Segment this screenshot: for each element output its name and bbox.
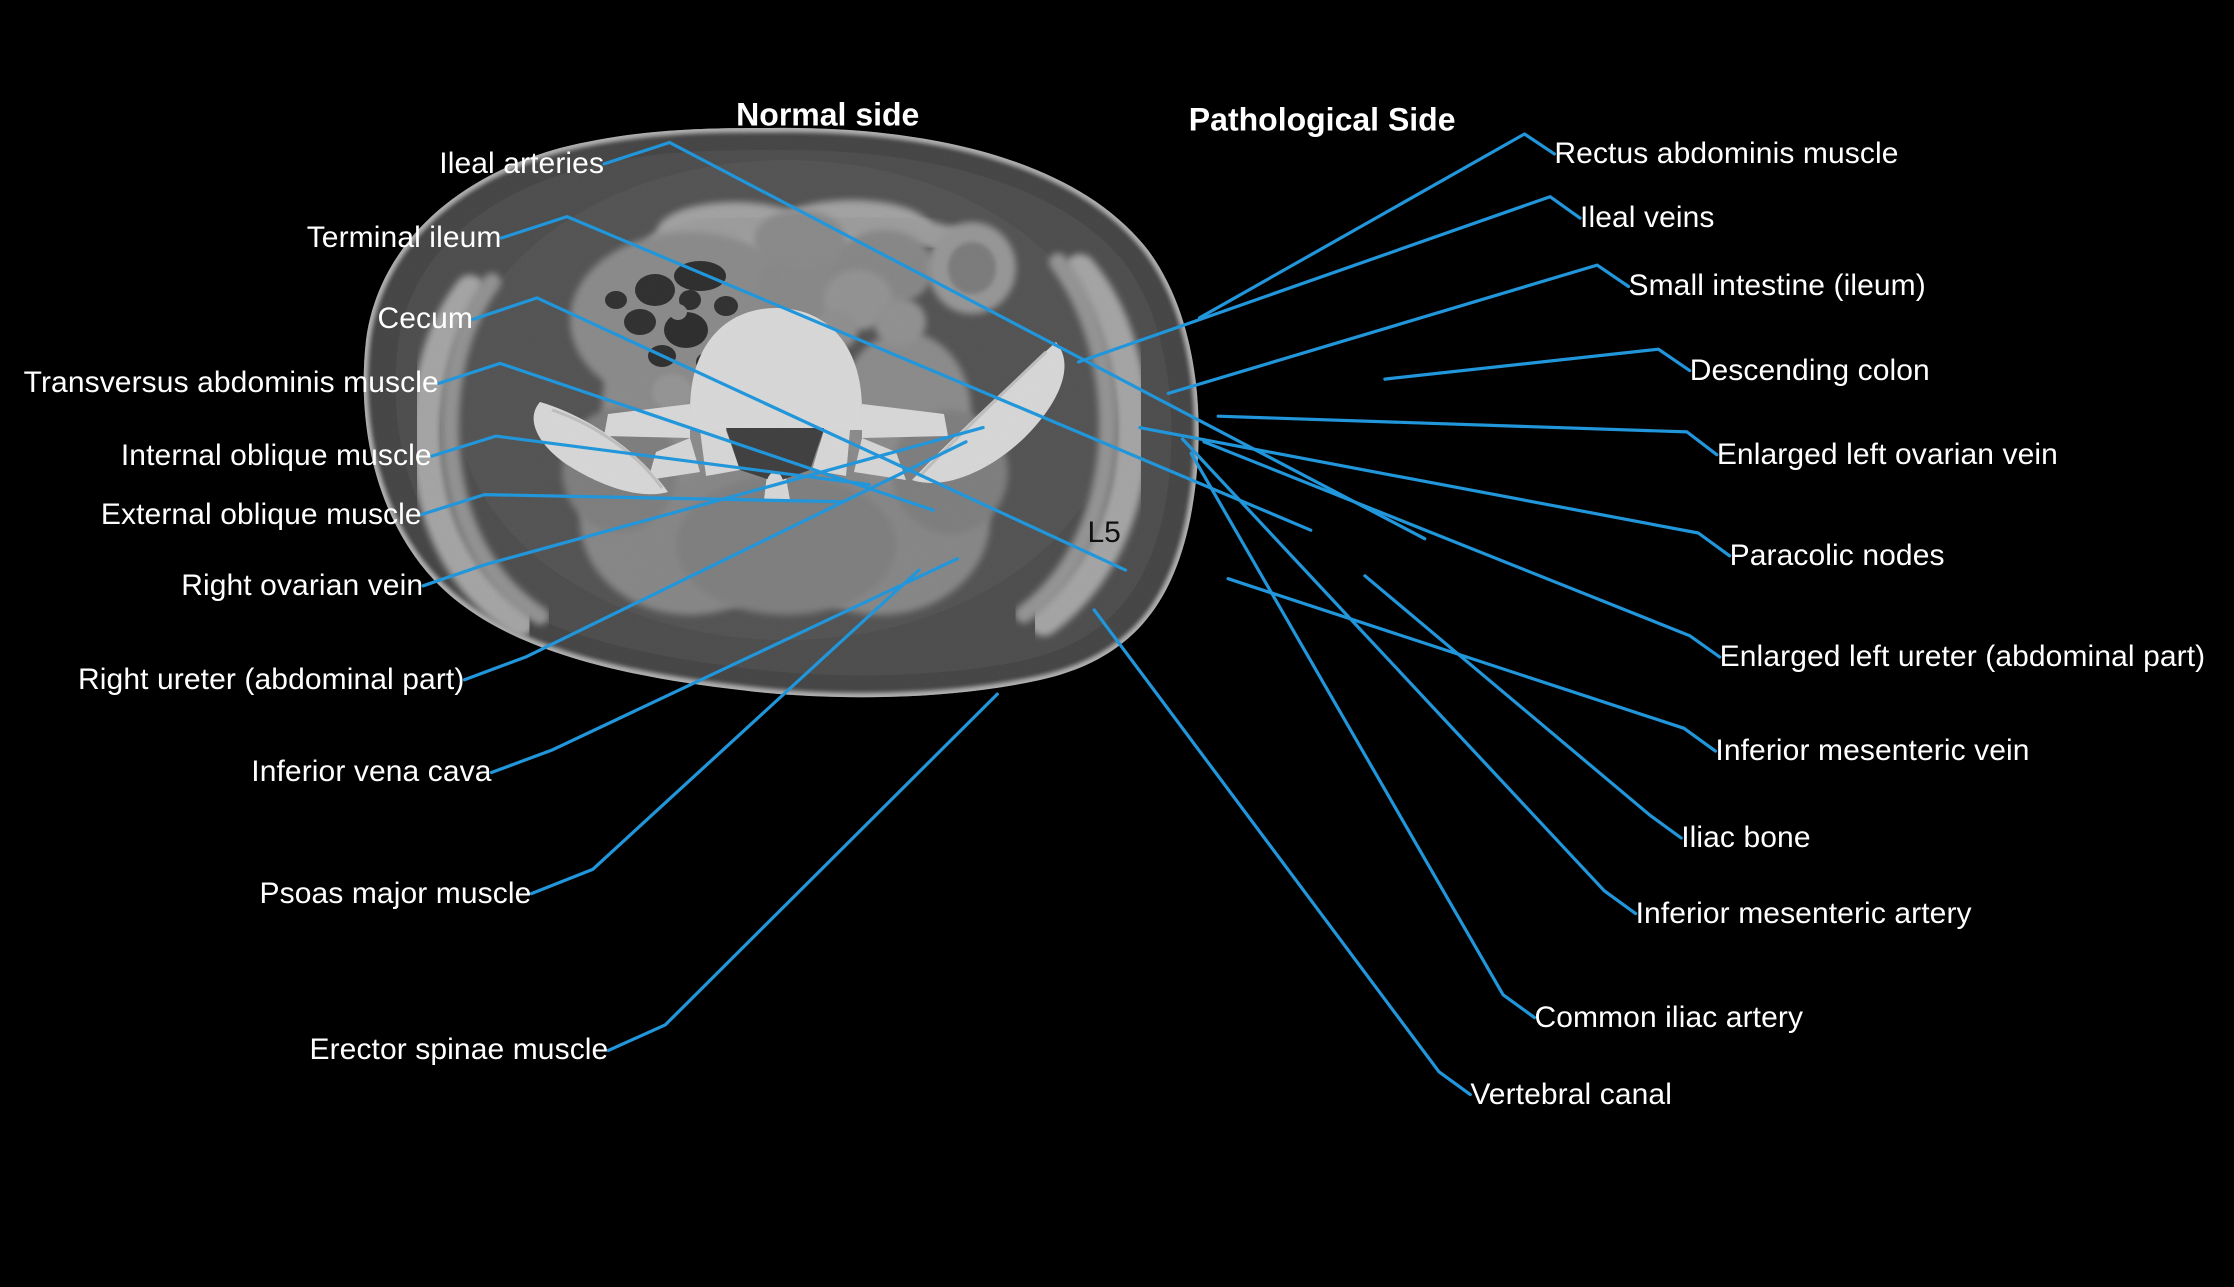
label-ileal-veins[interactable]: Ileal veins [1580, 201, 1715, 235]
leader-iliac-bone [1363, 574, 1683, 840]
leader-rectus-abdominis-muscle [1198, 132, 1556, 320]
leader-transversus-abdominis-muscle [437, 361, 935, 512]
leader-enlarged-left-ovarian-vein [1216, 414, 1719, 457]
label-right-ovarian-vein[interactable]: Right ovarian vein [181, 568, 424, 602]
label-common-iliac-artery[interactable]: Common iliac artery [1534, 1000, 1804, 1034]
label-inferior-vena-cava[interactable]: Inferior vena cava [251, 755, 492, 789]
leader-psoas-major-muscle [529, 568, 921, 896]
leader-terminal-ileum [499, 215, 1313, 532]
label-terminal-ileum[interactable]: Terminal ileum [306, 221, 502, 255]
label-vertebral-canal[interactable]: Vertebral canal [1470, 1077, 1672, 1111]
label-transversus-abdominis-muscle[interactable]: Transversus abdominis muscle [23, 366, 439, 400]
label-enlarged-left-ureter-abdominal-part[interactable]: Enlarged left ureter (abdominal part) [1719, 640, 2206, 674]
leader-common-iliac-artery [1189, 451, 1537, 1020]
leader-right-ovarian-vein [421, 426, 985, 588]
side-header-normal: Normal side [736, 96, 920, 133]
vertebra-label-l5: L5 [1087, 516, 1121, 550]
label-ileal-arteries[interactable]: Ileal arteries [439, 146, 605, 180]
label-paracolic-nodes[interactable]: Paracolic nodes [1729, 538, 1945, 572]
leader-paracolic-nodes [1138, 426, 1732, 558]
leader-internal-oblique-muscle [430, 434, 871, 487]
label-inferior-mesenteric-artery[interactable]: Inferior mesenteric artery [1635, 896, 1972, 930]
leader-inferior-vena-cava [489, 557, 959, 775]
body-cross-section [363, 127, 1199, 698]
label-cecum[interactable]: Cecum [377, 302, 473, 336]
leader-cecum [471, 296, 1128, 572]
leader-enlarged-left-ureter-abdominal-part [1202, 440, 1722, 659]
leader-right-ureter-abdominal-part [462, 440, 968, 682]
label-psoas-major-muscle[interactable]: Psoas major muscle [259, 876, 532, 910]
leader-erector-spinae-muscle [606, 692, 999, 1052]
label-small-intestine-ileum[interactable]: Small intestine (ileum) [1628, 269, 1926, 303]
label-enlarged-left-ovarian-vein[interactable]: Enlarged left ovarian vein [1716, 437, 2058, 471]
leader-inferior-mesenteric-vein [1226, 577, 1717, 753]
side-header-pathological: Pathological Side [1188, 101, 1456, 138]
leader-external-oblique-muscle [420, 493, 843, 517]
label-descending-colon[interactable]: Descending colon [1689, 353, 1930, 387]
leader-vertebral-canal [1092, 608, 1472, 1097]
leader-small-intestine-ileum [1166, 263, 1631, 395]
label-right-ureter-abdominal-part[interactable]: Right ureter (abdominal part) [78, 662, 465, 696]
label-rectus-abdominis-muscle[interactable]: Rectus abdominis muscle [1554, 136, 1899, 170]
label-inferior-mesenteric-vein[interactable]: Inferior mesenteric vein [1715, 734, 2030, 768]
label-internal-oblique-muscle[interactable]: Internal oblique muscle [120, 439, 432, 473]
leader-ileal-arteries [602, 140, 1427, 541]
label-iliac-bone[interactable]: Iliac bone [1681, 821, 1811, 855]
leader-inferior-mesenteric-artery [1180, 437, 1638, 916]
label-external-oblique-muscle[interactable]: External oblique muscle [100, 497, 422, 531]
leader-descending-colon [1383, 347, 1692, 381]
label-erector-spinae-muscle[interactable]: Erector spinae muscle [309, 1033, 609, 1067]
leader-ileal-veins [1076, 195, 1582, 364]
